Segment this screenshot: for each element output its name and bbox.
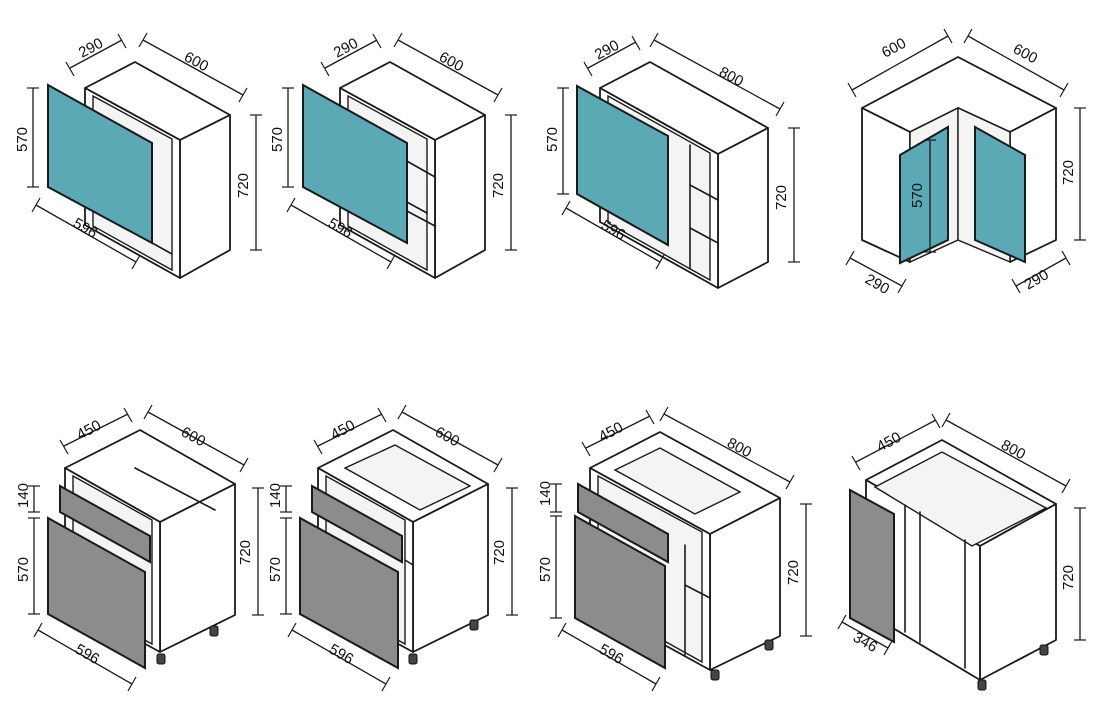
cabinet-wall-800: 290 800 570 720 596 — [544, 32, 800, 289]
door-panel — [576, 84, 669, 247]
door-panel-right — [974, 125, 1026, 264]
depth-label: 290 — [76, 35, 106, 62]
width-label: 800 — [724, 435, 754, 462]
height-label: 720 — [237, 540, 254, 565]
door-panel — [849, 488, 895, 644]
door-height-label: 570 — [15, 557, 32, 582]
depth-label: 290 — [592, 37, 622, 64]
drawer-front — [577, 482, 669, 564]
width-left-label: 600 — [879, 35, 909, 62]
height-label: 720 — [1060, 160, 1077, 185]
height-label: 720 — [490, 173, 507, 198]
height-label: 720 — [785, 560, 802, 585]
door-height-label: 570 — [537, 557, 554, 582]
cabinet-wall-600-shelf: 290 600 570 720 596 — [269, 32, 517, 279]
door-height-label: 570 — [14, 127, 31, 152]
drawer-height-label: 140 — [15, 483, 32, 508]
width-label: 600 — [436, 49, 466, 76]
door-height-label: 570 — [269, 127, 286, 152]
height-label: 720 — [1060, 565, 1077, 590]
width-label: 600 — [181, 49, 211, 76]
drawer-front — [59, 484, 151, 564]
door-panel — [299, 516, 399, 670]
cabinet-wall-corner: 600 600 720 570 290 290 — [845, 28, 1086, 298]
door-height-label: 570 — [267, 557, 284, 582]
door-panel — [574, 514, 666, 670]
door-height-label: 570 — [909, 183, 926, 208]
door-panel — [47, 83, 153, 245]
depth-label: 450 — [874, 429, 904, 456]
height-label: 720 — [773, 185, 790, 210]
drawer-height-label: 140 — [267, 483, 284, 508]
width-right-label: 600 — [1010, 41, 1040, 68]
drawer-front — [311, 484, 403, 564]
height-label: 720 — [235, 173, 252, 198]
width-label: 600 — [432, 424, 462, 451]
width-label: 800 — [998, 437, 1028, 464]
drawer-height-label: 140 — [537, 481, 554, 506]
cabinet-base-600: 450 600 140 570 720 596 — [15, 404, 264, 692]
door-panel-left — [899, 125, 949, 265]
door-panel — [47, 516, 146, 670]
door-height-label: 570 — [544, 127, 561, 152]
width-label: 800 — [716, 64, 746, 91]
width-label: 600 — [178, 424, 208, 451]
cabinet-base-800: 450 800 140 570 720 596 — [537, 406, 812, 692]
cabinet-base-corner: 450 800 720 346 — [837, 412, 1086, 691]
depth-right-label: 290 — [1022, 266, 1052, 293]
height-label: 720 — [491, 540, 508, 565]
depth-left-label: 290 — [862, 271, 892, 298]
cabinet-base-600-drawer: 450 600 140 570 720 596 — [267, 404, 518, 692]
cabinet-wall-600: 290 600 570 720 596 — [14, 32, 262, 279]
depth-label: 290 — [331, 35, 361, 62]
door-panel — [302, 83, 408, 245]
